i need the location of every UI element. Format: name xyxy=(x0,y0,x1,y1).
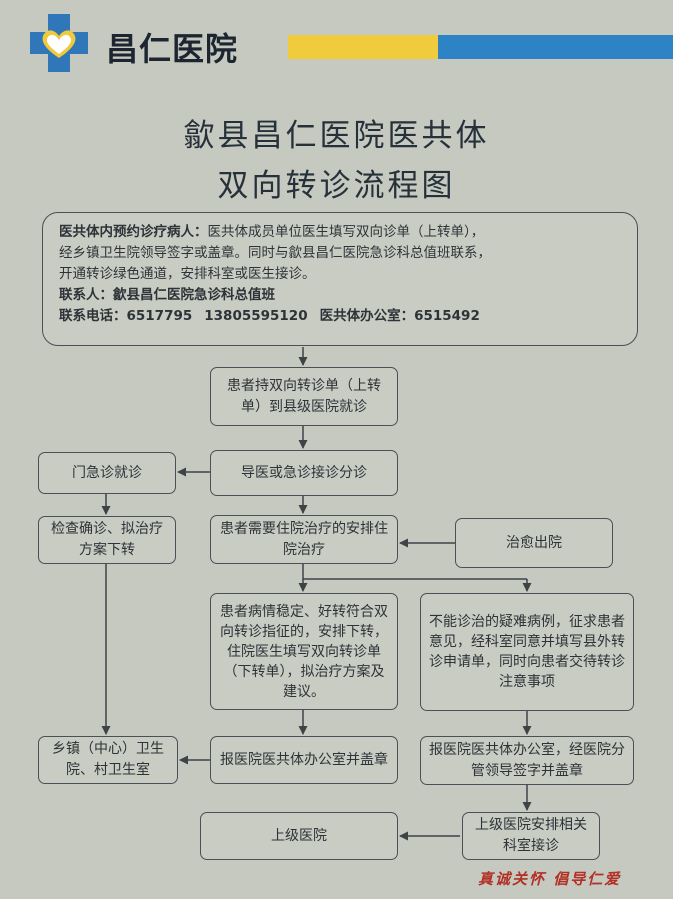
office-phone: 6515492 xyxy=(414,308,480,324)
node-report-office-sign: 报医院医共体办公室，经医院分管领导签字并盖章 xyxy=(420,736,634,785)
title-line-2: 双向转诊流程图 xyxy=(217,168,456,204)
node-difficult-cases: 不能诊治的疑难病例，征求患者意见，经科室同意并填写县外转诊申请单，同时向患者交待… xyxy=(420,593,634,711)
node-hold-referral: 患者持双向转诊单（上转单）到县级医院就诊 xyxy=(210,367,398,426)
slogan: 真诚关怀 倡导仁爱 xyxy=(478,870,622,888)
node-township-clinic: 乡镇（中心）卫生院、村卫生室 xyxy=(38,736,178,784)
info-text-line3: 开通转诊绿色通道，安排科室或医生接诊。 xyxy=(59,266,316,282)
contact-value: 歙县昌仁医院急诊科总值班 xyxy=(113,287,275,303)
node-report-office-stamp: 报医院医共体办公室并盖章 xyxy=(210,736,398,784)
header-stripe-blue xyxy=(438,35,673,59)
node-superior-hospital: 上级医院 xyxy=(200,812,398,860)
info-box: 医共体内预约诊疗病人：医共体成员单位医生填写双向诊单（上转单）， 经乡镇卫生院领… xyxy=(42,212,638,346)
node-superior-arrange: 上级医院安排相关科室接诊 xyxy=(462,812,600,860)
contact-label: 联系人： xyxy=(59,287,113,303)
info-label-patients: 医共体内预约诊疗病人： xyxy=(59,224,208,240)
phone-1: 6517795 xyxy=(126,308,193,324)
phone-2: 13805595120 xyxy=(204,308,308,324)
node-need-hospitalization: 患者需要住院治疗的安排住院治疗 xyxy=(210,515,398,564)
node-cured-discharge: 治愈出院 xyxy=(455,518,613,568)
info-text-line1: 医共体成员单位医生填写双向诊单（上转单）， xyxy=(207,224,485,240)
title-line-1: 歙县昌仁医院医共体 xyxy=(183,118,490,154)
node-stable-transfer: 患者病情稳定、好转符合双向转诊指征的，安排下转，住院医生填写双向转诊单（下转单）… xyxy=(210,593,398,710)
cross-heart-logo-icon xyxy=(30,14,88,72)
node-exam-diagnose: 检查确诊、拟治疗方案下转 xyxy=(38,516,176,564)
info-text-line2: 经乡镇卫生院领导签字或盖章。同时与歙县昌仁医院急诊科总值班联系， xyxy=(59,245,491,261)
header: 昌仁医院 xyxy=(0,0,673,90)
node-triage: 导医或急诊接诊分诊 xyxy=(210,450,398,496)
office-label: 医共体办公室： xyxy=(319,308,415,324)
header-stripe-yellow xyxy=(288,35,438,59)
node-outpatient: 门急诊就诊 xyxy=(38,452,176,494)
hospital-name: 昌仁医院 xyxy=(106,30,239,68)
phone-label: 联系电话： xyxy=(59,308,127,324)
